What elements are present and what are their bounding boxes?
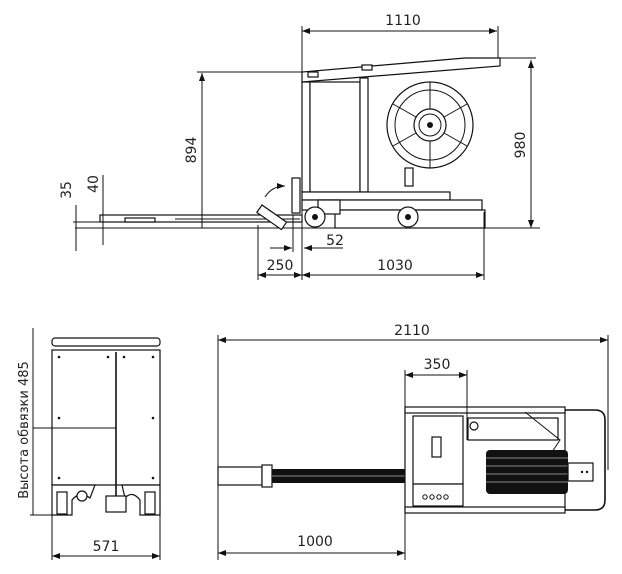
wheel-front: [304, 206, 326, 228]
front-view: Высота обвязки 485 571: [17, 328, 161, 560]
front-wheels: [51, 484, 161, 516]
dimension-label: 52: [326, 233, 344, 249]
dimension-label: 2110: [394, 323, 430, 339]
control-display: [431, 436, 442, 458]
folding-flap: [256, 177, 301, 231]
dimension-label: 250: [267, 258, 294, 274]
control-buttons: [422, 494, 449, 500]
dimension-1110: 1110: [301, 13, 499, 72]
strap-reel: [386, 81, 474, 169]
dimension-250: 250: [257, 200, 303, 280]
top-view: 2110 350 1000: [217, 323, 609, 560]
dimension-35: 35: [59, 181, 100, 251]
strapping-height-label: Высота обвязки 485: [17, 361, 32, 499]
wheel-rear: [397, 206, 419, 228]
side-view: 1110 894 980 35 40 52: [59, 13, 540, 280]
strap-reel-top: [486, 450, 594, 494]
dimension-571: 571: [51, 505, 161, 560]
dimension-40: 40: [86, 175, 110, 245]
dimension-label: 571: [93, 539, 120, 555]
dimension-label: 1000: [297, 534, 333, 550]
panel-bolts: [57, 355, 155, 480]
dimension-label: 894: [184, 137, 200, 164]
dimension-52: 52: [270, 215, 344, 252]
dimension-485: Высота обвязки 485: [17, 328, 116, 516]
dimension-894: 894: [184, 71, 302, 228]
dimension-label: 350: [424, 357, 451, 373]
dimension-1030: 1030: [302, 212, 485, 280]
arm: [217, 464, 406, 488]
dimension-label: 1110: [385, 13, 421, 29]
dimension-350: 350: [404, 357, 468, 560]
dimension-1000: 1000: [218, 534, 405, 556]
dimension-label: 40: [86, 175, 102, 193]
dimension-label: 1030: [377, 258, 413, 274]
machine-body-top: [404, 406, 606, 514]
dimension-980: 980: [500, 57, 536, 228]
machine-frame: [301, 57, 501, 211]
handle: [565, 409, 606, 511]
dimension-2110: 2110: [217, 323, 609, 560]
dimension-label: 980: [513, 132, 529, 159]
dimension-label: 35: [59, 181, 75, 199]
